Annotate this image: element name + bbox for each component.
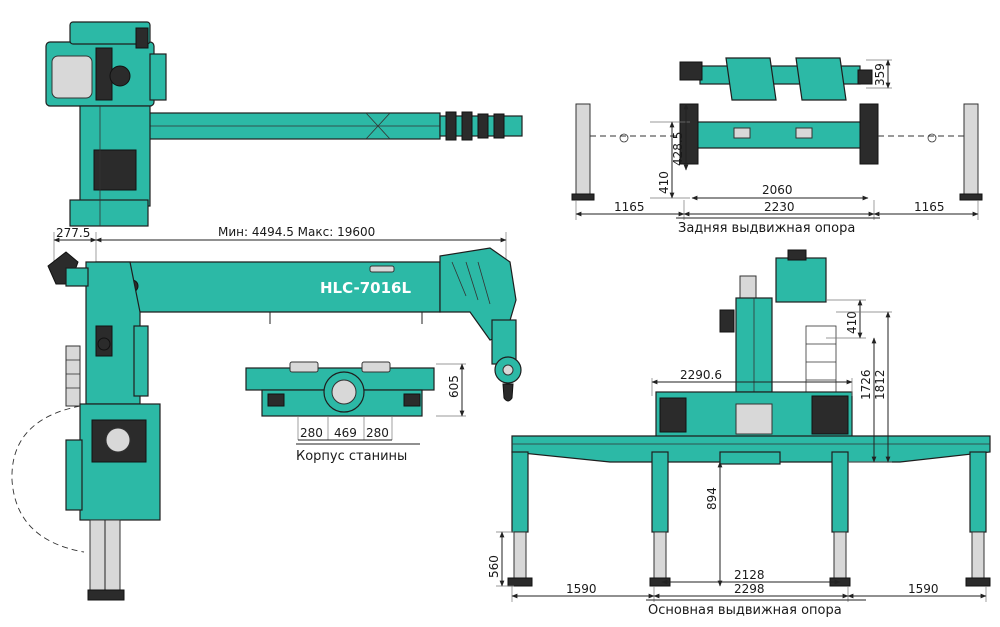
rear-inner-width: 2060 [762,183,793,197]
main-caption: Основная выдвижная опора [648,603,842,618]
main-left-ext: 1590 [566,582,597,596]
rear-total-width: 2230 [764,200,795,214]
main-total-width: 2298 [734,582,765,596]
main-height-894: 894 [705,487,719,510]
main-dim-410: 410 [845,311,859,334]
main-foot-560: 560 [487,555,501,578]
frame-dim-2: 280 [366,426,389,440]
top-view [45,21,523,227]
main-outrigger-view: 2290.6 410 1726 1812 894 560 2128 1590 [487,249,991,618]
main-height-1812: 1812 [873,369,887,400]
frame-height-dim: 605 [447,375,461,398]
reach-dim: Мин: 4494.5 Макс: 19600 [218,225,375,239]
frame-dim-1: 469 [334,426,357,440]
rear-left-ext: 1165 [614,200,645,214]
rear-outrigger-view: 359 410 428.5 2060 1165 [571,57,983,236]
model-label: HLC-7016L [320,279,411,297]
rear-caption: Задняя выдвижная опора [678,221,855,236]
offset-dim: 277.5 [56,226,90,240]
rear-dim-410: 410 [657,171,671,194]
rear-right-ext: 1165 [914,200,945,214]
frame-view: 605 280 469 280 Корпус станины [245,361,466,464]
rear-dim-428: 428.5 [671,132,685,166]
main-inner-width: 2128 [734,568,765,582]
main-width-upper: 2290.6 [680,368,722,382]
main-right-ext: 1590 [908,582,939,596]
main-height-1726: 1726 [859,369,873,400]
side-view: 277.5 Мин: 4494.5 Макс: 19600 HLC-7016L [11,225,522,601]
frame-caption: Корпус станины [296,449,407,464]
frame-dim-0: 280 [300,426,323,440]
rear-top-height: 359 [873,63,887,86]
